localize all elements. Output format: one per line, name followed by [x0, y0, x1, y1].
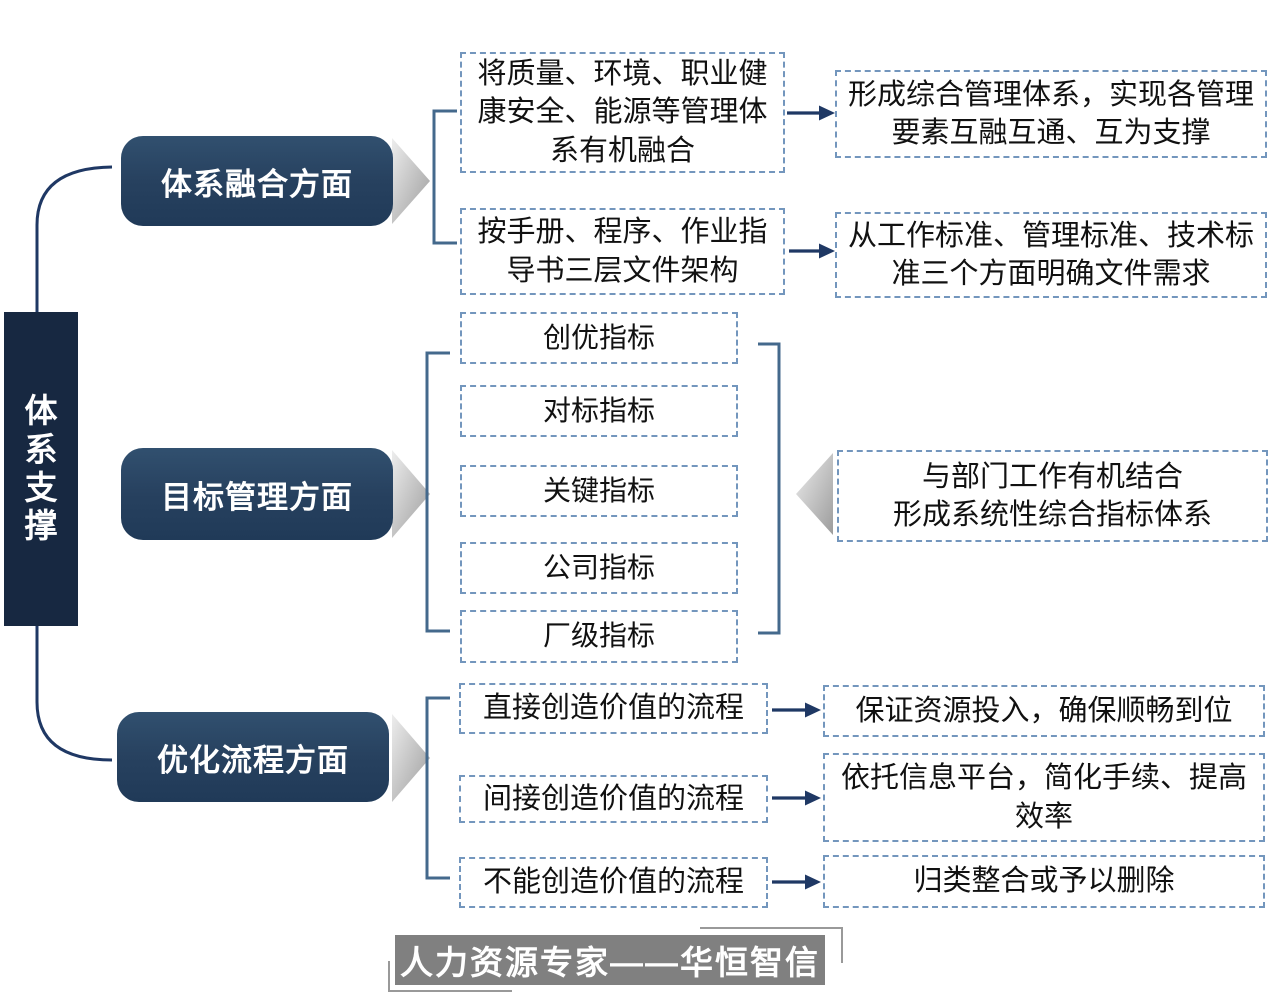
root-connectors: [35, 165, 113, 762]
branch2-left-bracket: [425, 351, 450, 633]
branch3-pill: 优化流程方面: [117, 712, 389, 802]
branch2-summary-box: 与部门工作有机结合 形成系统性综合指标体系: [837, 450, 1268, 542]
branch2-chevron-icon: [392, 450, 430, 538]
branch2-right-bracket: [758, 342, 781, 635]
indicator-box-1: 创优指标: [460, 312, 738, 364]
branch1-bracket: [432, 109, 457, 245]
branch1-pill: 体系融合方面: [121, 136, 393, 226]
brackets: [425, 109, 781, 880]
branch1-label: 体系融合方面: [161, 166, 353, 202]
chevron-arrows: [392, 138, 833, 802]
indicator-box-4: 公司指标: [460, 542, 738, 594]
indicator-box-2: 对标指标: [460, 385, 738, 437]
branch2-summary-line1: 与部门工作有机结合: [921, 460, 1183, 493]
branch2-label: 目标管理方面: [161, 479, 353, 515]
branch1-item1-box: 将质量、环境、职业健康安全、能源等管理体系有机融合: [460, 52, 785, 173]
branch1-chevron-icon: [392, 138, 430, 224]
branch3-item2-box: 间接创造价值的流程: [459, 775, 768, 823]
branch1-result2-box: 从工作标准、管理标准、技术标准三个方面明确文件需求: [835, 212, 1267, 298]
footer-bottom-left-corner: [388, 961, 512, 992]
branch3-item1-box: 直接创造价值的流程: [459, 683, 768, 734]
arrow5-head: [805, 874, 821, 890]
footer-brand-text: 人力资源专家——华恒智信: [400, 944, 820, 981]
branch3-item3-box: 不能创造价值的流程: [459, 857, 768, 908]
branch1-result1-box: 形成综合管理体系，实现各管理要素互融互通、互为支撑: [835, 70, 1267, 158]
root-node: 体系支撑: [4, 312, 78, 626]
branch2-pill: 目标管理方面: [121, 448, 393, 540]
branch3-chevron-icon: [392, 714, 430, 802]
branch3-result3-box: 归类整合或予以删除: [823, 855, 1265, 908]
branch2-summary-line2: 形成系统性综合指标体系: [892, 499, 1212, 531]
indicator-box-5: 厂级指标: [460, 610, 738, 663]
footer-banner: 人力资源专家——华恒智信: [395, 935, 825, 985]
branch1-item2-box: 按手册、程序、作业指导书三层文件架构: [460, 208, 785, 295]
arrow3-head: [805, 702, 821, 718]
root-to-branch3-curve: [35, 626, 113, 762]
arrow2-head: [819, 243, 835, 259]
branch3-result1-box: 保证资源投入，确保顺畅到位: [823, 685, 1265, 737]
footer-top-right-corner: [700, 927, 843, 963]
footer-corner-lines: [388, 927, 843, 992]
indicator-box-3: 关键指标: [460, 465, 738, 517]
arrow4-head: [805, 790, 821, 806]
summary-left-chevron-icon: [796, 453, 833, 535]
arrow1-head: [819, 105, 835, 121]
branch3-bracket: [425, 696, 450, 880]
root-label: 体系支撑: [24, 392, 58, 545]
branch3-label: 优化流程方面: [157, 742, 349, 778]
flow-arrows: [772, 105, 835, 890]
branch3-result2-box: 依托信息平台，简化手续、提高效率: [823, 753, 1265, 842]
root-to-branch1-curve: [35, 165, 113, 313]
